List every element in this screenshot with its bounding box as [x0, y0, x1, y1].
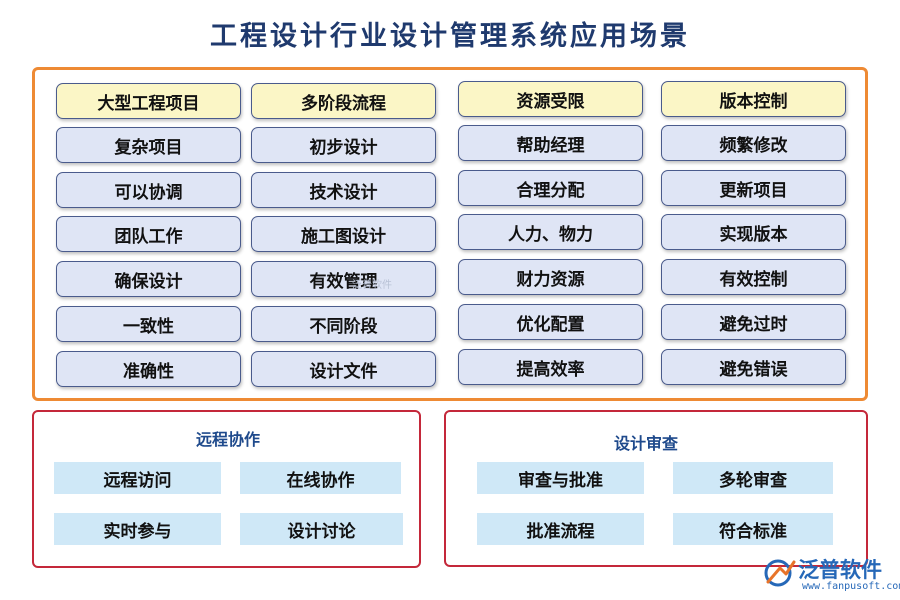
- remote-collab-item: 在线协作: [240, 462, 401, 494]
- column-header-limited-resources: 资源受限: [458, 81, 643, 117]
- remote-collab-item: 设计讨论: [240, 513, 403, 545]
- column-item: 优化配置: [458, 304, 643, 340]
- column-item: 实现版本: [661, 214, 846, 250]
- design-review-item: 批准流程: [477, 513, 644, 545]
- column-item: 有效控制: [661, 259, 846, 295]
- brand-name: 泛普软件: [798, 558, 882, 582]
- column-header-large-projects: 大型工程项目: [56, 83, 241, 119]
- design-review-item: 多轮审查: [673, 462, 833, 494]
- column-item: 可以协调: [56, 172, 241, 208]
- column-item: 初步设计: [251, 127, 436, 163]
- design-review-panel: [444, 410, 868, 567]
- column-item: 设计文件: [251, 351, 436, 387]
- column-item: 帮助经理: [458, 125, 643, 161]
- column-item: 一致性: [56, 306, 241, 342]
- design-review-item: 审查与批准: [477, 462, 644, 494]
- column-item: 复杂项目: [56, 127, 241, 163]
- remote-collab-title: 远程协作: [196, 430, 261, 449]
- column-item: 避免过时: [661, 304, 846, 340]
- column-item: 准确性: [56, 351, 241, 387]
- column-item: 频繁修改: [661, 125, 846, 161]
- brand-url: www.fanpusoft.com: [802, 581, 900, 592]
- column-item: 施工图设计: [251, 216, 436, 252]
- column-item: 提高效率: [458, 349, 643, 385]
- column-item: 合理分配: [458, 170, 643, 206]
- remote-collab-panel: [32, 410, 421, 568]
- column-item: 人力、物力: [458, 214, 643, 250]
- column-item: 不同阶段: [251, 306, 436, 342]
- column-header-multi-stage: 多阶段流程: [251, 83, 436, 119]
- remote-collab-item: 远程访问: [54, 462, 221, 494]
- column-item: 更新项目: [661, 170, 846, 206]
- design-review-title: 设计审查: [614, 434, 679, 453]
- page-title: 工程设计行业设计管理系统应用场景: [210, 21, 690, 52]
- brand-logo: 泛普软件 www.fanpusoft.com: [762, 554, 900, 598]
- column-item: 有效管理: [251, 261, 436, 297]
- column-header-version-control: 版本控制: [661, 81, 846, 117]
- column-item: 确保设计: [56, 261, 241, 297]
- column-item: 避免错误: [661, 349, 846, 385]
- scenario-panel: [32, 67, 868, 401]
- design-review-item: 符合标准: [673, 513, 833, 545]
- brand-mark-icon: [764, 559, 796, 587]
- watermark: 泛普软件: [352, 280, 392, 291]
- column-item: 技术设计: [251, 172, 436, 208]
- column-item: 团队工作: [56, 216, 241, 252]
- column-item: 财力资源: [458, 259, 643, 295]
- remote-collab-item: 实时参与: [54, 513, 221, 545]
